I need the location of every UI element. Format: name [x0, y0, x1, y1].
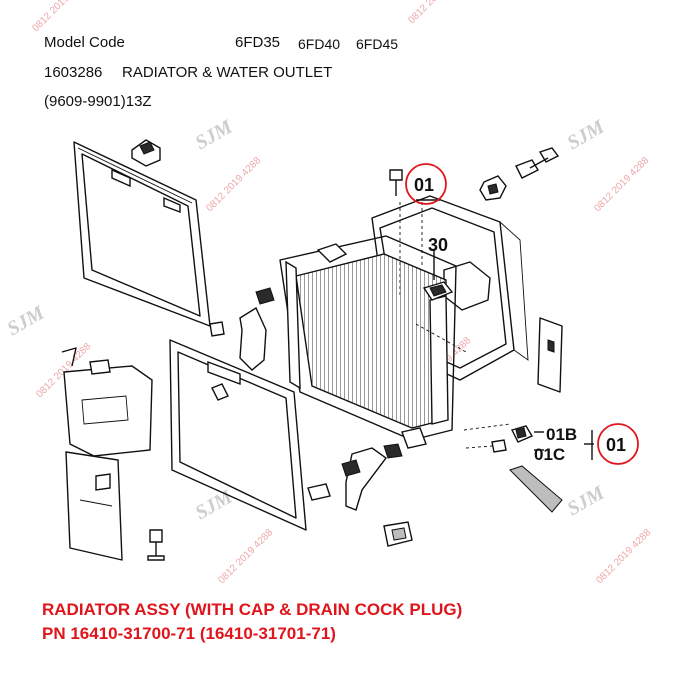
watermark-logo: SJM — [192, 115, 238, 154]
reservoir-bracket — [65, 451, 123, 561]
model-6fd35: 6FD35 — [235, 34, 281, 51]
callout-cap: 30 — [428, 235, 448, 255]
radiator-cap — [422, 250, 454, 301]
watermark-logo: SJM — [192, 485, 238, 524]
model-6fd45: 6FD45 — [356, 36, 399, 52]
watermark-phone: 0812 2019 4288 — [594, 527, 653, 586]
callout-label: 01 — [606, 435, 626, 455]
reservoir-tank — [61, 347, 153, 457]
callout-label: 01C — [534, 445, 565, 464]
top-bracket — [131, 139, 161, 167]
part-number: PN 16410-31700-71 (16410-31701-71) — [42, 624, 336, 643]
watermark-phone: 0812 2019 4288 — [30, 0, 89, 34]
group-code: 1603286 — [44, 64, 103, 81]
callout-top-assembly: 01 — [405, 163, 447, 205]
model-6fd40: 6FD40 — [298, 36, 341, 52]
callout-drain-cock: 01B — [546, 425, 577, 444]
callout-label: 30 — [428, 235, 448, 255]
callout-right-assembly: 01 — [597, 423, 639, 465]
assembly-description: RADIATOR ASSY (WITH CAP & DRAIN COCK PLU… — [42, 600, 463, 619]
top-bolt — [389, 169, 507, 201]
model-code-label: Model Code — [44, 34, 125, 51]
watermark-phone: 0812 2019 4288 — [592, 155, 651, 214]
callout-label: 01B — [546, 425, 577, 444]
callout-label: 01 — [414, 175, 434, 195]
watermark-logo: SJM — [564, 115, 610, 154]
rear-shroud-frame — [73, 141, 211, 327]
callout-drain-plug: 01C — [534, 445, 565, 464]
side-plate — [537, 317, 563, 393]
upper-hose — [209, 287, 275, 371]
lower-grommet — [383, 521, 413, 547]
lower-hose — [307, 443, 403, 511]
group-title: RADIATOR & WATER OUTLET — [122, 64, 333, 81]
mount-bolts — [515, 147, 560, 179]
watermark-phone: 0812 2019 4288 — [216, 527, 275, 586]
serial-range: (9609-9901)13Z — [44, 93, 152, 110]
radiator-core — [279, 235, 457, 449]
drain-hose — [509, 465, 563, 513]
lower-bolt — [147, 529, 165, 561]
watermark-logo: SJM — [564, 481, 610, 520]
leader-lines — [399, 199, 594, 460]
watermark-logo: SJM — [4, 301, 50, 340]
watermark-phone: 0812 2019 4288 — [406, 0, 465, 26]
drain-cock — [491, 425, 544, 453]
front-shroud-frame — [169, 339, 307, 531]
watermark-phone: 0812 2019 4288 — [204, 155, 263, 214]
